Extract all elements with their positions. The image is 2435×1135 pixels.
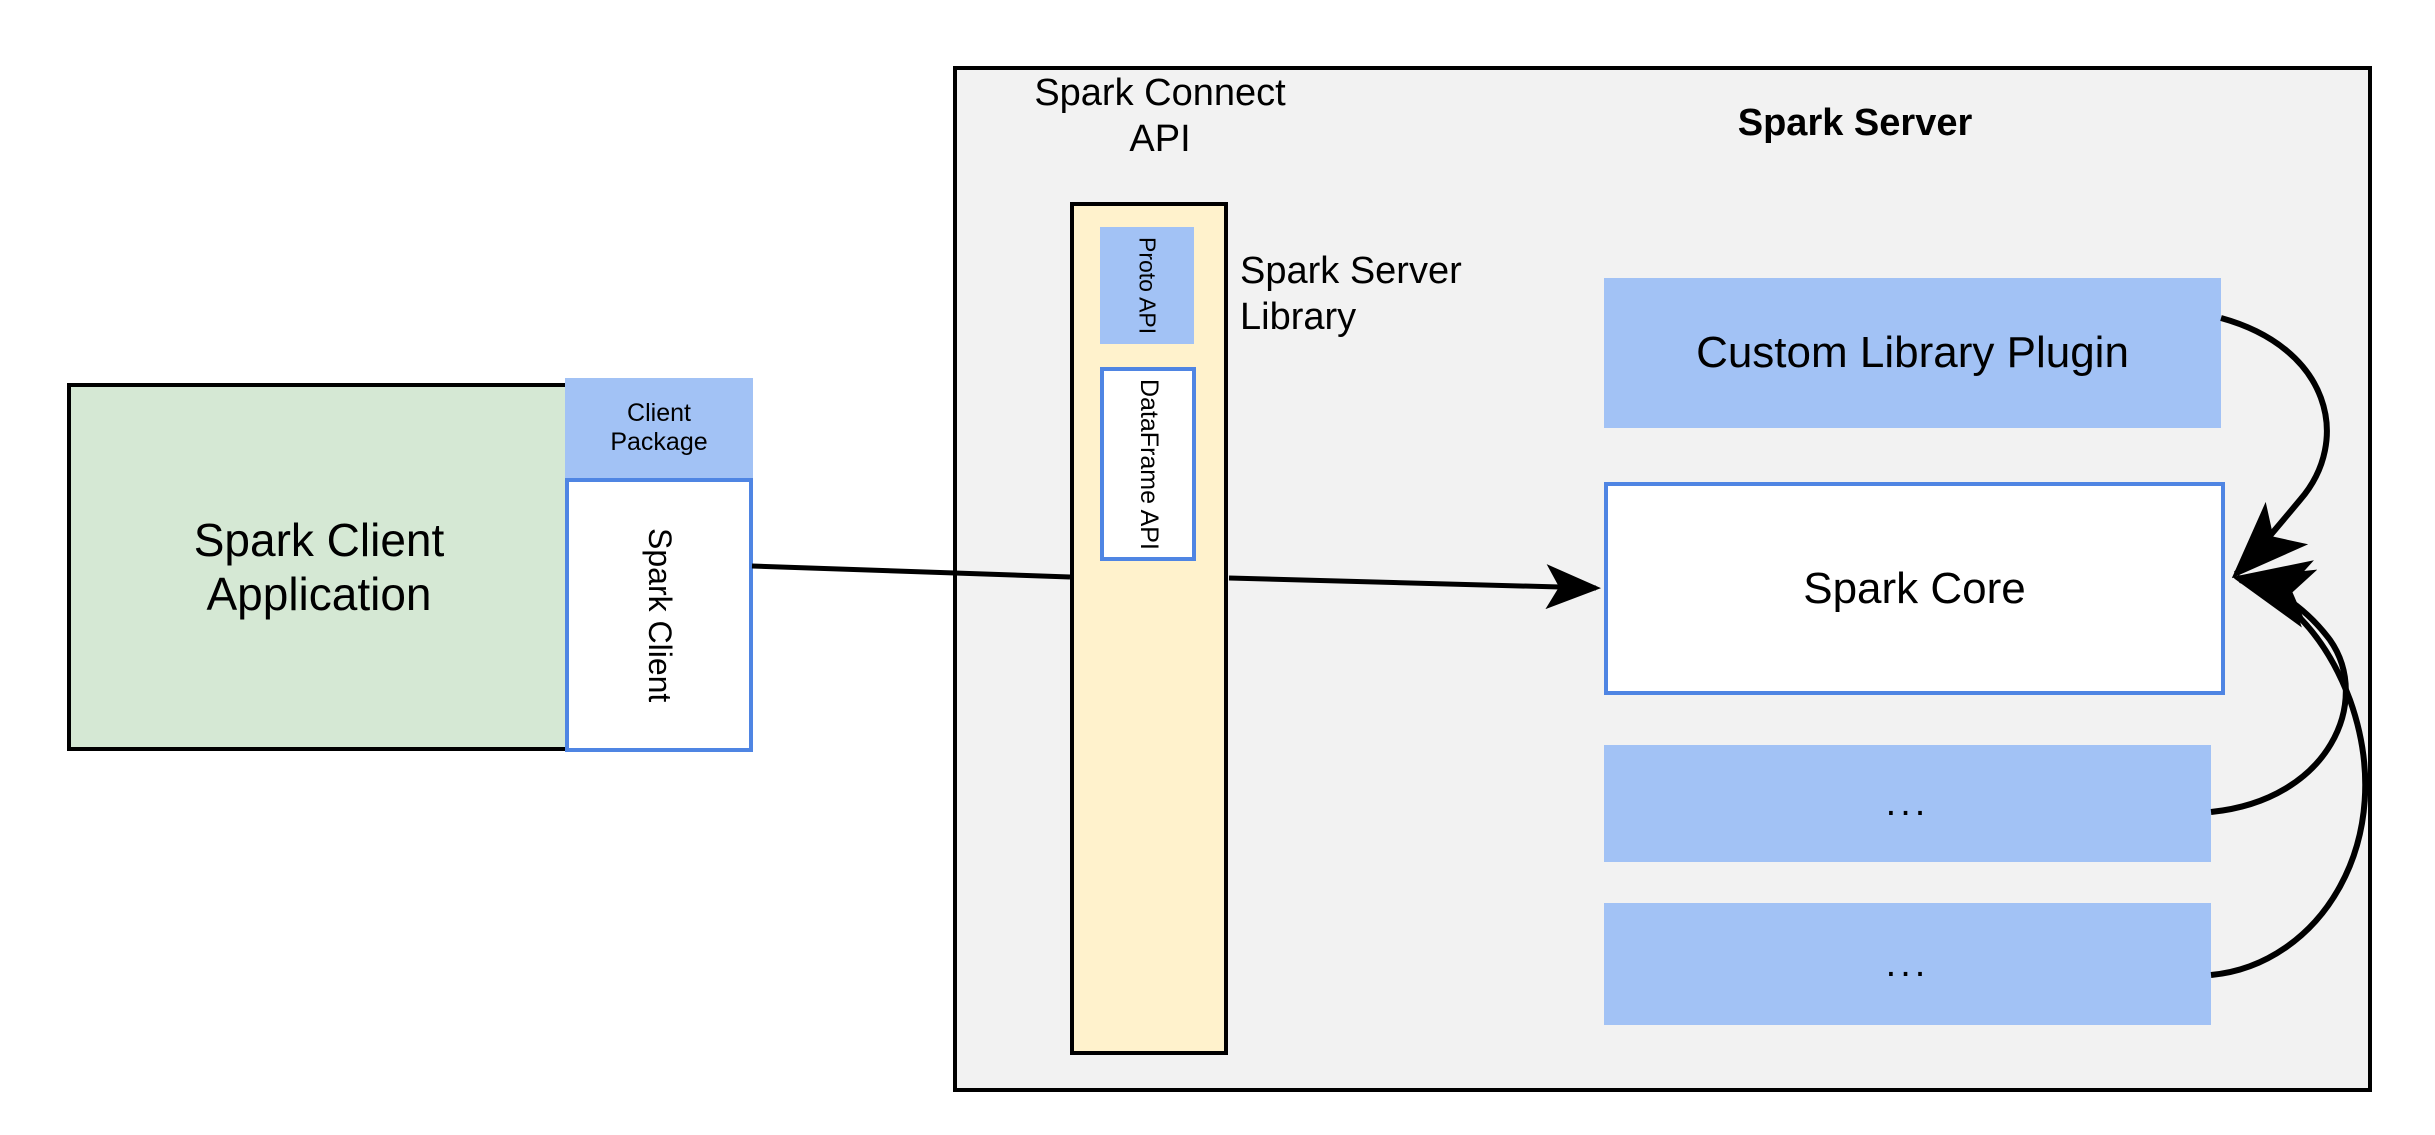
spark-server-library-label: Spark Server Library [1240,250,1462,339]
custom-library-plugin-box[interactable]: Custom Library Plugin [1604,278,2221,428]
spark-core-label: Spark Core [1803,563,2026,613]
server-component-placeholder-1-label: ... [1885,782,1930,825]
client-package-label: Client Package [610,398,708,457]
client-package-box[interactable]: Client Package [565,378,753,478]
spark-connect-api-label: Spark Connect API [1034,72,1286,161]
spark-client-box[interactable]: Spark Client [565,478,753,752]
spark-core-box[interactable]: Spark Core [1604,482,2225,695]
server-component-placeholder-2[interactable]: ... [1604,903,2211,1025]
server-component-placeholder-1[interactable]: ... [1604,745,2211,862]
spark-client-label: Spark Client [641,527,678,703]
server-component-placeholder-2-label: ... [1885,942,1930,985]
proto-api-label: Proto API [1134,236,1161,335]
proto-api-box[interactable]: Proto API [1100,227,1194,344]
spark-client-application-box[interactable]: Spark Client Application [67,383,571,751]
dataframe-api-box[interactable]: DataFrame API [1100,367,1196,561]
spark-server-library-box[interactable] [1070,202,1228,1055]
spark-server-title: Spark Server [1737,102,1973,144]
spark-client-application-label: Spark Client Application [193,513,445,620]
dataframe-api-label: DataFrame API [1134,378,1163,550]
custom-library-plugin-label: Custom Library Plugin [1696,328,2129,378]
